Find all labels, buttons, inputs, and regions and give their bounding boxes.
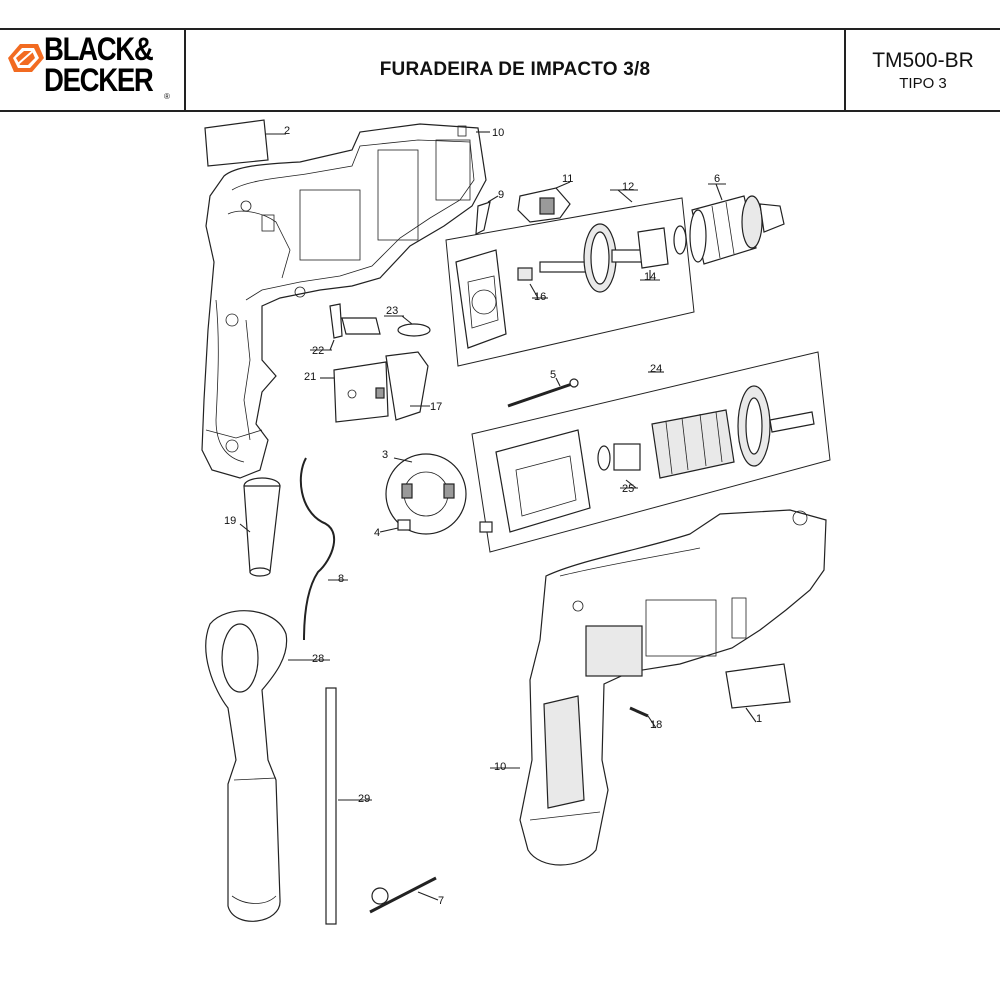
callout-4: 4 <box>374 527 380 539</box>
callout-23: 23 <box>386 305 398 317</box>
registered-mark: ® <box>164 92 170 101</box>
part-4-carbon-brush <box>379 519 411 533</box>
callout-19: 19 <box>224 515 236 527</box>
callout-6: 6 <box>714 173 720 185</box>
callout-18: 18 <box>650 719 662 731</box>
part-23-spring-clip <box>384 315 431 337</box>
part-28-side-handle <box>205 610 330 922</box>
model-cell: TM500-BR TIPO 3 <box>846 30 1000 110</box>
part-group-24-motor <box>471 351 831 553</box>
part-4-carbon-brush-2 <box>479 521 493 533</box>
page-title: FURADEIRA DE IMPACTO 3/8 <box>379 59 651 80</box>
callout-22: 22 <box>312 345 324 357</box>
hexagon-logo-icon <box>8 44 44 72</box>
brand-line-1: BLACK& <box>44 31 154 67</box>
callout-25: 25 <box>622 483 634 495</box>
part-11-brush-holder <box>517 181 571 223</box>
callout-2: 2 <box>284 125 290 137</box>
part-group-12-gearbox <box>445 189 695 367</box>
brand-logo: BLACK& DECKER ® <box>0 30 186 110</box>
callout-21: 21 <box>304 371 316 383</box>
callout-1: 1 <box>756 713 762 725</box>
callout-10-bottom: 10 <box>494 761 506 773</box>
part-6-chuck <box>689 183 785 265</box>
part-8-wire <box>299 457 348 641</box>
brand-wordmark: BLACK& DECKER <box>44 31 170 98</box>
part-29-depth-rod <box>325 687 372 925</box>
model-number: TM500-BR <box>872 48 974 72</box>
part-1-label-plate <box>725 663 791 723</box>
part-19-knob <box>239 477 281 577</box>
callout-28: 28 <box>312 653 324 665</box>
callout-3: 3 <box>382 449 388 461</box>
callout-16: 16 <box>534 291 546 303</box>
part-21-switch <box>320 361 389 423</box>
part-10-assembled-drill <box>490 509 827 866</box>
part-10-housing-half <box>201 123 490 479</box>
callout-24: 24 <box>650 363 662 375</box>
callout-9: 9 <box>498 189 504 201</box>
callout-14: 14 <box>644 271 656 283</box>
part-18-screw <box>629 706 657 729</box>
part-2-label-plate <box>204 119 286 167</box>
model-type: TIPO 3 <box>899 74 947 92</box>
part-22-switch-lever <box>310 303 381 351</box>
callout-12: 12 <box>622 181 634 193</box>
callout-17: 17 <box>430 401 442 413</box>
callout-5: 5 <box>550 369 556 381</box>
part-9-pin <box>475 195 499 236</box>
brand-line-2: DECKER <box>44 62 154 98</box>
title-cell: FURADEIRA DE IMPACTO 3/8 <box>186 30 846 110</box>
callout-7: 7 <box>438 895 444 907</box>
part-3-brush-plate <box>385 453 467 535</box>
callout-29: 29 <box>358 793 370 805</box>
callout-8: 8 <box>338 573 344 585</box>
part-17-trigger <box>385 351 430 421</box>
part-5-screw <box>507 377 579 408</box>
callout-11: 11 <box>562 173 573 185</box>
callout-10-top: 10 <box>492 127 504 139</box>
part-7-chuck-key <box>369 876 439 914</box>
header-bar: BLACK& DECKER ® FURADEIRA DE IMPACTO 3/8… <box>0 28 1000 112</box>
